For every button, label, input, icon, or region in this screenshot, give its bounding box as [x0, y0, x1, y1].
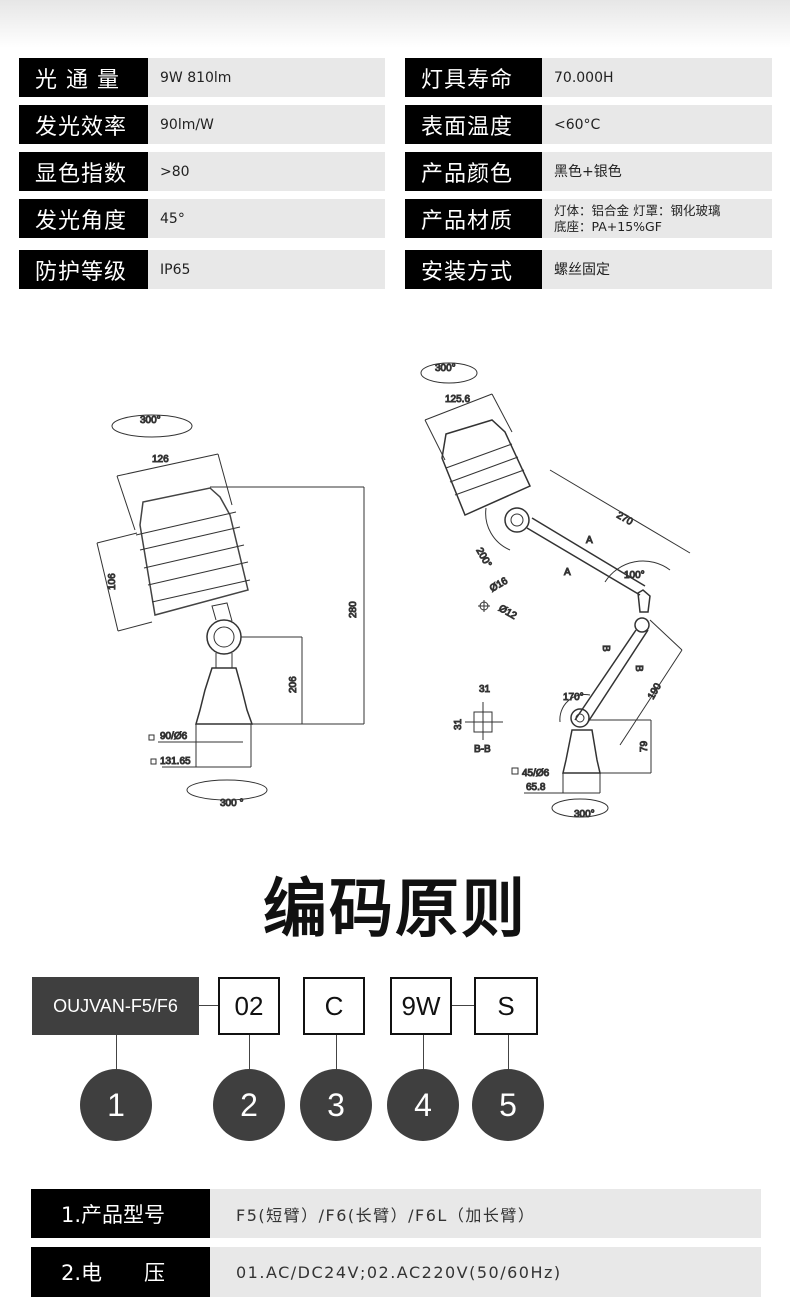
- number-badge: 1: [80, 1069, 152, 1141]
- dim-label: 300 °: [220, 798, 243, 809]
- spec-label: 产品材质: [405, 199, 542, 238]
- dim-label: 90/Ø6: [160, 731, 188, 742]
- dim-label: 45/Ø6: [522, 768, 550, 779]
- rotation-arrow-icon: [420, 362, 478, 384]
- dim-label: 280: [348, 601, 359, 618]
- dim-label: 300°: [435, 363, 456, 374]
- spec-value: 70.000H: [542, 58, 772, 97]
- dim-label: 31: [479, 684, 491, 695]
- spec-label: 安装方式: [405, 250, 542, 289]
- dim-label: 190: [646, 681, 664, 701]
- spec-label: 显色指数: [19, 152, 148, 191]
- dim-label: A: [564, 567, 571, 578]
- spec-value: 45°: [148, 199, 385, 238]
- connector: [508, 1035, 509, 1070]
- spec-label: 灯具寿命: [405, 58, 542, 97]
- code-box-model: OUJVAN-F5/F6: [32, 977, 199, 1035]
- rotation-arrow-icon: [551, 798, 609, 818]
- rule-value: 01.AC/DC24V;02.AC220V(50/60Hz): [210, 1247, 761, 1297]
- dim-label: A: [586, 535, 593, 546]
- rule-label: 1.产品型号: [31, 1189, 210, 1238]
- dim-label: 106: [107, 573, 118, 590]
- coding-title: 编码原则: [263, 873, 527, 947]
- connector: [452, 1005, 474, 1006]
- code-box-color: C: [303, 977, 365, 1035]
- dim-label: 206: [288, 676, 299, 693]
- dim-label: Ø12: [497, 603, 519, 622]
- drawing-short-arm: 300° 126 106 280 206 90/Ø6 131.65 300 °: [96, 414, 365, 810]
- rotation-arrow-icon: [186, 779, 268, 801]
- spec-label: 表面温度: [405, 105, 542, 144]
- spec-row: 产品颜色黑色+银色: [405, 152, 772, 191]
- connector: [199, 1005, 218, 1006]
- spec-row: 表面温度<60°C: [405, 105, 772, 144]
- dim-label: 126: [152, 454, 169, 465]
- dim-label: 131.65: [160, 756, 191, 767]
- spec-label: 产品颜色: [405, 152, 542, 191]
- connector: [336, 1035, 337, 1070]
- number-badge: 2: [213, 1069, 285, 1141]
- dim-label: 200°: [473, 546, 493, 569]
- number-badge: 5: [472, 1069, 544, 1141]
- code-box-power: 9W: [390, 977, 452, 1035]
- technical-drawings: 300° 126 106 280 206 90/Ø6 131.65 300 ° …: [96, 362, 691, 821]
- top-gradient: [0, 0, 790, 48]
- dim-label: Ø16: [488, 575, 510, 594]
- number-badge: 3: [300, 1069, 372, 1141]
- code-box-suffix: S: [474, 977, 538, 1035]
- spec-label: 发光角度: [19, 199, 148, 238]
- dim-label: 170°: [563, 692, 584, 703]
- spec-value: 灯体：铝合金 灯罩：钢化玻璃 底座：PA+15%GF: [542, 199, 772, 238]
- rule-label: 2.电 压: [31, 1247, 210, 1297]
- spec-label: 发光效率: [19, 105, 148, 144]
- drawing-long-arm: 300° 125.6 200° 270 A A 100° B B 190 170…: [420, 362, 691, 821]
- code-box-voltage: 02: [218, 977, 280, 1035]
- spec-value: 螺丝固定: [542, 250, 772, 289]
- dim-label: B: [633, 665, 644, 672]
- connector: [423, 1035, 424, 1070]
- dim-label: B: [600, 645, 611, 652]
- dim-label: 65.8: [526, 782, 546, 793]
- dim-label: 300°: [574, 809, 595, 820]
- spec-value: 黑色+银色: [542, 152, 772, 191]
- dim-label: 300°: [140, 415, 161, 426]
- rotation-arrow-icon: [111, 414, 193, 438]
- connector: [116, 1035, 117, 1070]
- connector: [249, 1035, 250, 1070]
- dim-label: 31: [453, 718, 464, 730]
- spec-row: 显色指数>80: [19, 152, 385, 191]
- spec-label: 防护等级: [19, 250, 148, 289]
- number-badge: 4: [387, 1069, 459, 1141]
- dim-label: 270: [615, 510, 635, 528]
- spec-row: 安装方式螺丝固定: [405, 250, 772, 289]
- spec-value: IP65: [148, 250, 385, 289]
- spec-value: 9W 810lm: [148, 58, 385, 97]
- spec-label: 光 通 量: [19, 58, 148, 97]
- spec-value: <60°C: [542, 105, 772, 144]
- dim-label: B-B: [474, 744, 491, 755]
- spec-value: >80: [148, 152, 385, 191]
- rule-value: F5(短臂）/F6(长臂）/F6L（加长臂）: [210, 1189, 761, 1238]
- spec-value: 90lm/W: [148, 105, 385, 144]
- dim-label: 100°: [624, 570, 645, 581]
- dim-label: 125.6: [445, 394, 470, 405]
- spec-row: 产品材质灯体：铝合金 灯罩：钢化玻璃 底座：PA+15%GF: [405, 199, 772, 238]
- dim-label: 79: [639, 740, 650, 752]
